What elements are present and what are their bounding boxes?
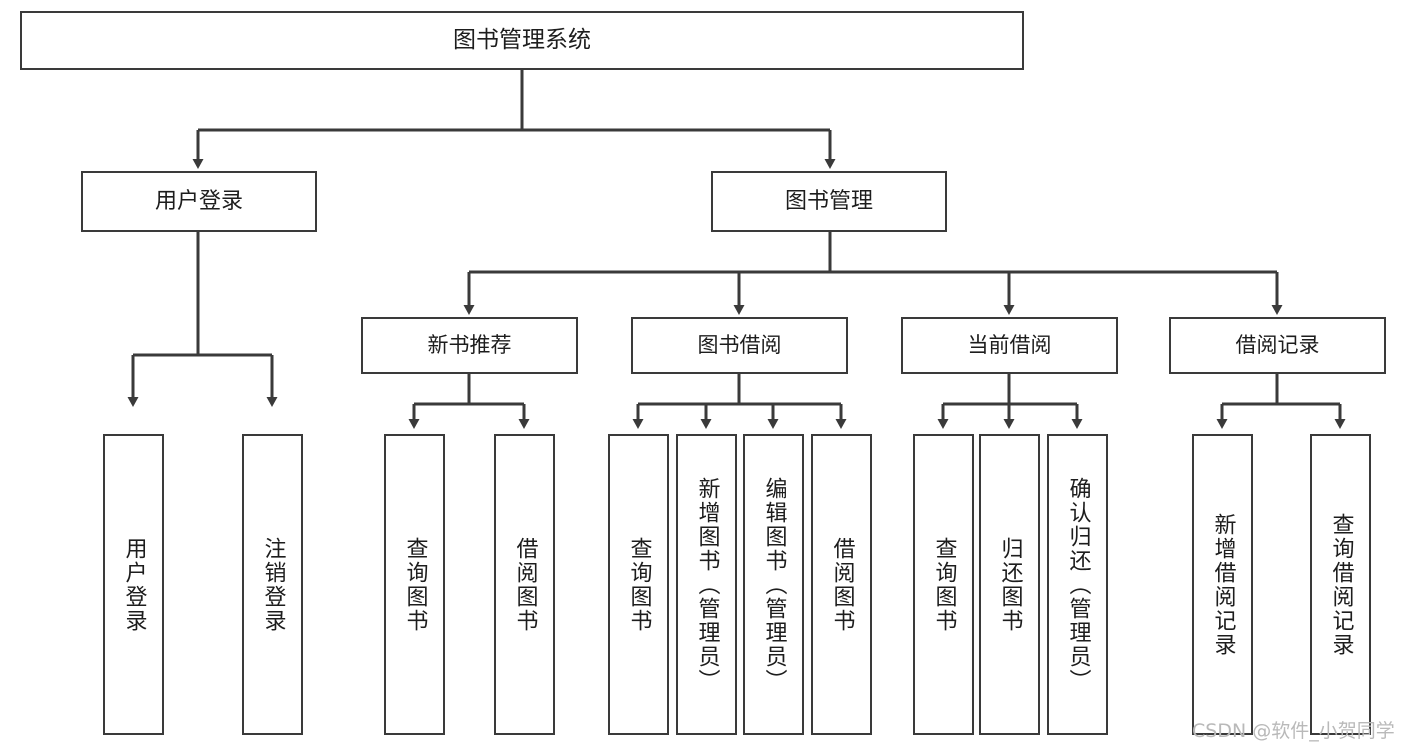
node-book-management[interactable]: 图书管理 <box>711 171 947 232</box>
node-label: 图书管理系统 <box>453 26 591 53</box>
node-label: 查询图书 <box>626 536 652 633</box>
node-book-borrow[interactable]: 图书借阅 <box>631 317 848 374</box>
node-label: 编辑图书（管理员） <box>761 476 787 693</box>
leaf-query-book-borrow[interactable]: 查询图书 <box>608 434 669 735</box>
node-user-login[interactable]: 用户登录 <box>81 171 317 232</box>
node-label: 归还图书 <box>997 536 1023 633</box>
node-label: 用户登录 <box>121 536 147 633</box>
node-label: 查询图书 <box>931 536 957 633</box>
node-label: 借阅图书 <box>829 536 855 633</box>
node-label: 用户登录 <box>154 188 243 214</box>
node-label: 注销登录 <box>260 536 286 633</box>
node-label: 新增借阅记录 <box>1210 512 1236 657</box>
node-label: 图书管理 <box>784 188 873 214</box>
leaf-borrow-book-recommend[interactable]: 借阅图书 <box>494 434 555 735</box>
leaf-logout[interactable]: 注销登录 <box>242 434 303 735</box>
node-new-book-recommend[interactable]: 新书推荐 <box>361 317 578 374</box>
leaf-confirm-return-admin[interactable]: 确认归还（管理员） <box>1047 434 1108 735</box>
leaf-user-login[interactable]: 用户登录 <box>103 434 164 735</box>
leaf-edit-book-admin[interactable]: 编辑图书（管理员） <box>743 434 804 735</box>
leaf-query-book-recommend[interactable]: 查询图书 <box>384 434 445 735</box>
node-book-management-system[interactable]: 图书管理系统 <box>20 11 1024 70</box>
node-label: 借阅图书 <box>512 536 538 633</box>
node-label: 查询图书 <box>402 536 428 633</box>
node-label: 新书推荐 <box>427 333 512 358</box>
node-borrow-record[interactable]: 借阅记录 <box>1169 317 1386 374</box>
leaf-add-borrow-record[interactable]: 新增借阅记录 <box>1192 434 1253 735</box>
leaf-query-book-current[interactable]: 查询图书 <box>913 434 974 735</box>
leaf-borrow-book[interactable]: 借阅图书 <box>811 434 872 735</box>
node-label: 查询借阅记录 <box>1328 512 1354 657</box>
leaf-query-borrow-record[interactable]: 查询借阅记录 <box>1310 434 1371 735</box>
leaf-return-book[interactable]: 归还图书 <box>979 434 1040 735</box>
node-label: 图书借阅 <box>697 333 782 358</box>
watermark-text: CSDN @软件_小贺同学 <box>1192 720 1395 742</box>
node-label: 当前借阅 <box>967 333 1052 358</box>
leaf-add-book-admin[interactable]: 新增图书（管理员） <box>676 434 737 735</box>
node-current-borrow[interactable]: 当前借阅 <box>901 317 1118 374</box>
node-label: 借阅记录 <box>1235 333 1320 358</box>
node-label: 确认归还（管理员） <box>1065 476 1091 693</box>
node-label: 新增图书（管理员） <box>694 476 720 693</box>
